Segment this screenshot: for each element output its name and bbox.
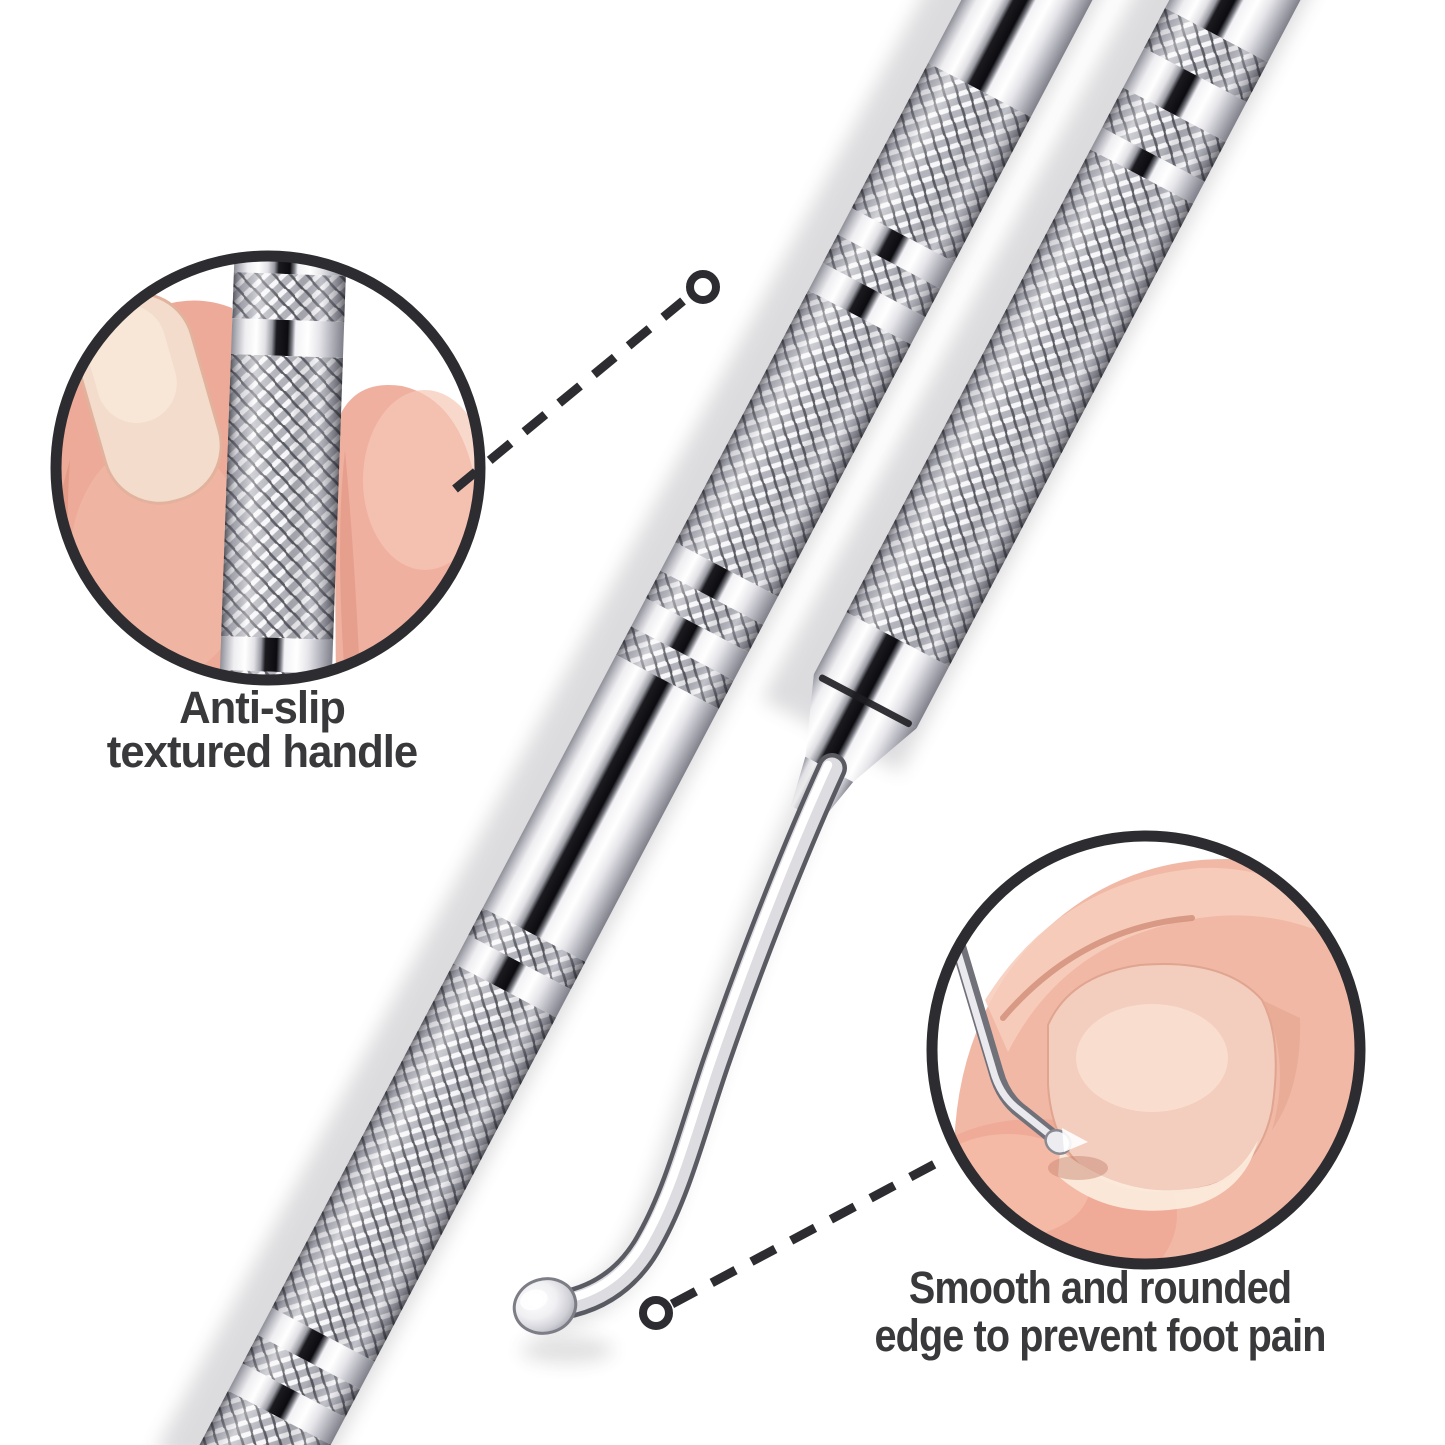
callout-dot-tip xyxy=(639,1296,673,1330)
inset-border-circle xyxy=(926,830,1366,1270)
inset-knurled-rod xyxy=(218,260,348,676)
caption-anti-slip-line1: Anti-slip xyxy=(179,682,346,733)
caption-smooth-edge: Smooth and rounded edge to prevent foot … xyxy=(792,1264,1408,1360)
disc-tip-shadow xyxy=(521,1337,613,1363)
inset-toe-detail xyxy=(926,830,1366,1270)
handle-seam xyxy=(818,674,912,728)
caption-smooth-edge-line1: Smooth and rounded xyxy=(908,1262,1292,1313)
leader-line-handle xyxy=(452,297,686,493)
leader-line-tip xyxy=(669,1153,951,1308)
inset-handle-detail xyxy=(50,250,486,686)
inset-border-circle xyxy=(50,250,486,686)
caption-smooth-edge-line2: edge to prevent foot pain xyxy=(874,1310,1326,1361)
callout-leaders xyxy=(452,270,951,1330)
tool-straight-file xyxy=(156,0,1113,1445)
rounded-disc-tip xyxy=(512,1277,578,1335)
curved-shaft xyxy=(512,753,847,1363)
caption-anti-slip-line2: textured handle xyxy=(106,726,418,777)
callout-dot-handle xyxy=(686,270,720,304)
nail-free-edge xyxy=(1058,1140,1258,1211)
caption-anti-slip: Anti-slip textured handle xyxy=(20,682,505,777)
inset-tool-tip xyxy=(948,930,1088,1155)
